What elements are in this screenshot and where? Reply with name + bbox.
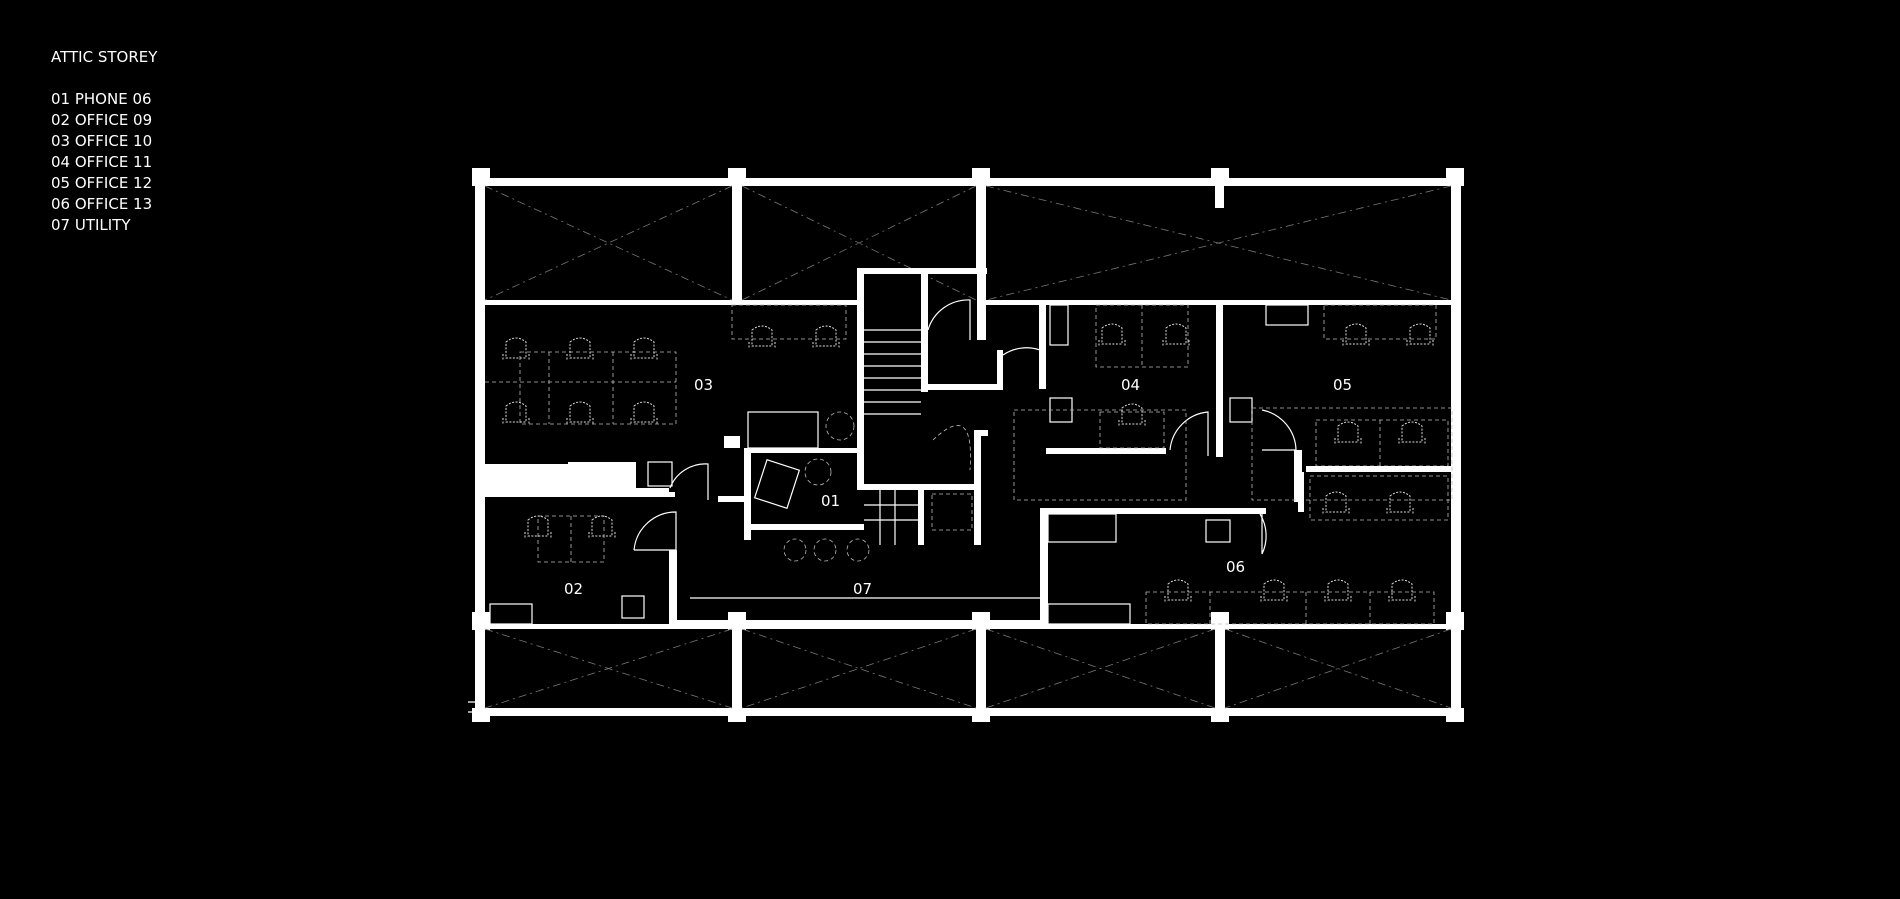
phone-room-01: [718, 448, 864, 540]
legend-item: 03 OFFICE 10: [51, 132, 153, 150]
office-06: [1040, 472, 1449, 625]
legend-item: 07 UTILITY: [51, 216, 131, 234]
room-label-01: 01: [821, 492, 840, 510]
office-02: [485, 492, 677, 625]
office-05: [1229, 304, 1453, 502]
room-label-04: 04: [1121, 376, 1140, 394]
chairs: [502, 323, 1434, 602]
stair-core: [857, 268, 1041, 545]
legend-item: 01 PHONE 06: [51, 90, 152, 108]
room-label-07: 07: [853, 580, 872, 598]
outer-walls: [472, 168, 1464, 722]
legend-item: 02 OFFICE 09: [51, 111, 153, 129]
office-04: [1013, 304, 1223, 501]
room-label-03: 03: [694, 376, 713, 394]
room-legend: ATTIC STOREY 01 PHONE 06 02 OFFICE 09 03…: [51, 47, 157, 236]
bottom-roof-strip: [468, 624, 1452, 713]
legend-item: 04 OFFICE 11: [51, 153, 153, 171]
legend-title: ATTIC STOREY: [51, 48, 158, 66]
utility-07: [677, 538, 1047, 624]
legend-item: 05 OFFICE 12: [51, 174, 153, 192]
legend-item: 06 OFFICE 13: [51, 195, 153, 213]
room-label-02: 02: [564, 580, 583, 598]
room-label-05: 05: [1333, 376, 1352, 394]
top-roof-strip: [484, 178, 1452, 305]
office-03: [485, 304, 858, 500]
room-label-06: 06: [1226, 558, 1245, 576]
